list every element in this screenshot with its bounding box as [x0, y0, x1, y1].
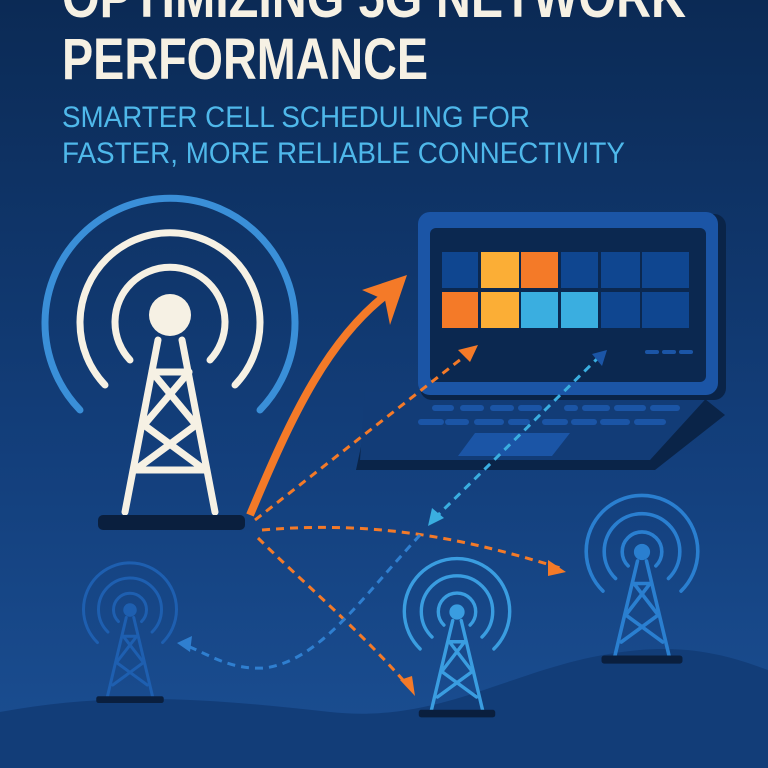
schedule-cell: [601, 252, 640, 288]
signal-arrows: [184, 281, 602, 689]
subtitle-line-1: SMARTER CELL SCHEDULING FOR: [62, 101, 530, 134]
schedule-cell: [561, 252, 598, 288]
schedule-cell: [442, 252, 478, 288]
schedule-cell: [521, 292, 558, 328]
hills: [0, 649, 768, 768]
small-cell-tower-icon: [402, 556, 512, 718]
schedule-cell: [481, 252, 519, 288]
small-cell-tower-icon: [584, 493, 700, 664]
schedule-cell: [561, 292, 598, 328]
schedule-cell: [521, 252, 558, 288]
schedule-cell: [642, 252, 689, 288]
arrowheads: [177, 275, 607, 696]
schedule-grid: [442, 252, 689, 328]
title-line-1: OPTIMIZING 5G NETWORK: [62, 0, 686, 30]
small-cell-tower-icon: [82, 561, 178, 703]
title-line-2: PERFORMANCE: [62, 27, 428, 92]
schedule-cell: [442, 292, 478, 328]
subtitle-line-2: FASTER, MORE RELIABLE CONNECTIVITY: [62, 137, 625, 170]
schedule-cell: [601, 292, 640, 328]
schedule-cell: [481, 292, 519, 328]
laptop-icon: [356, 212, 726, 470]
main-cell-tower-icon: [41, 194, 299, 530]
schedule-cell: [642, 292, 689, 328]
